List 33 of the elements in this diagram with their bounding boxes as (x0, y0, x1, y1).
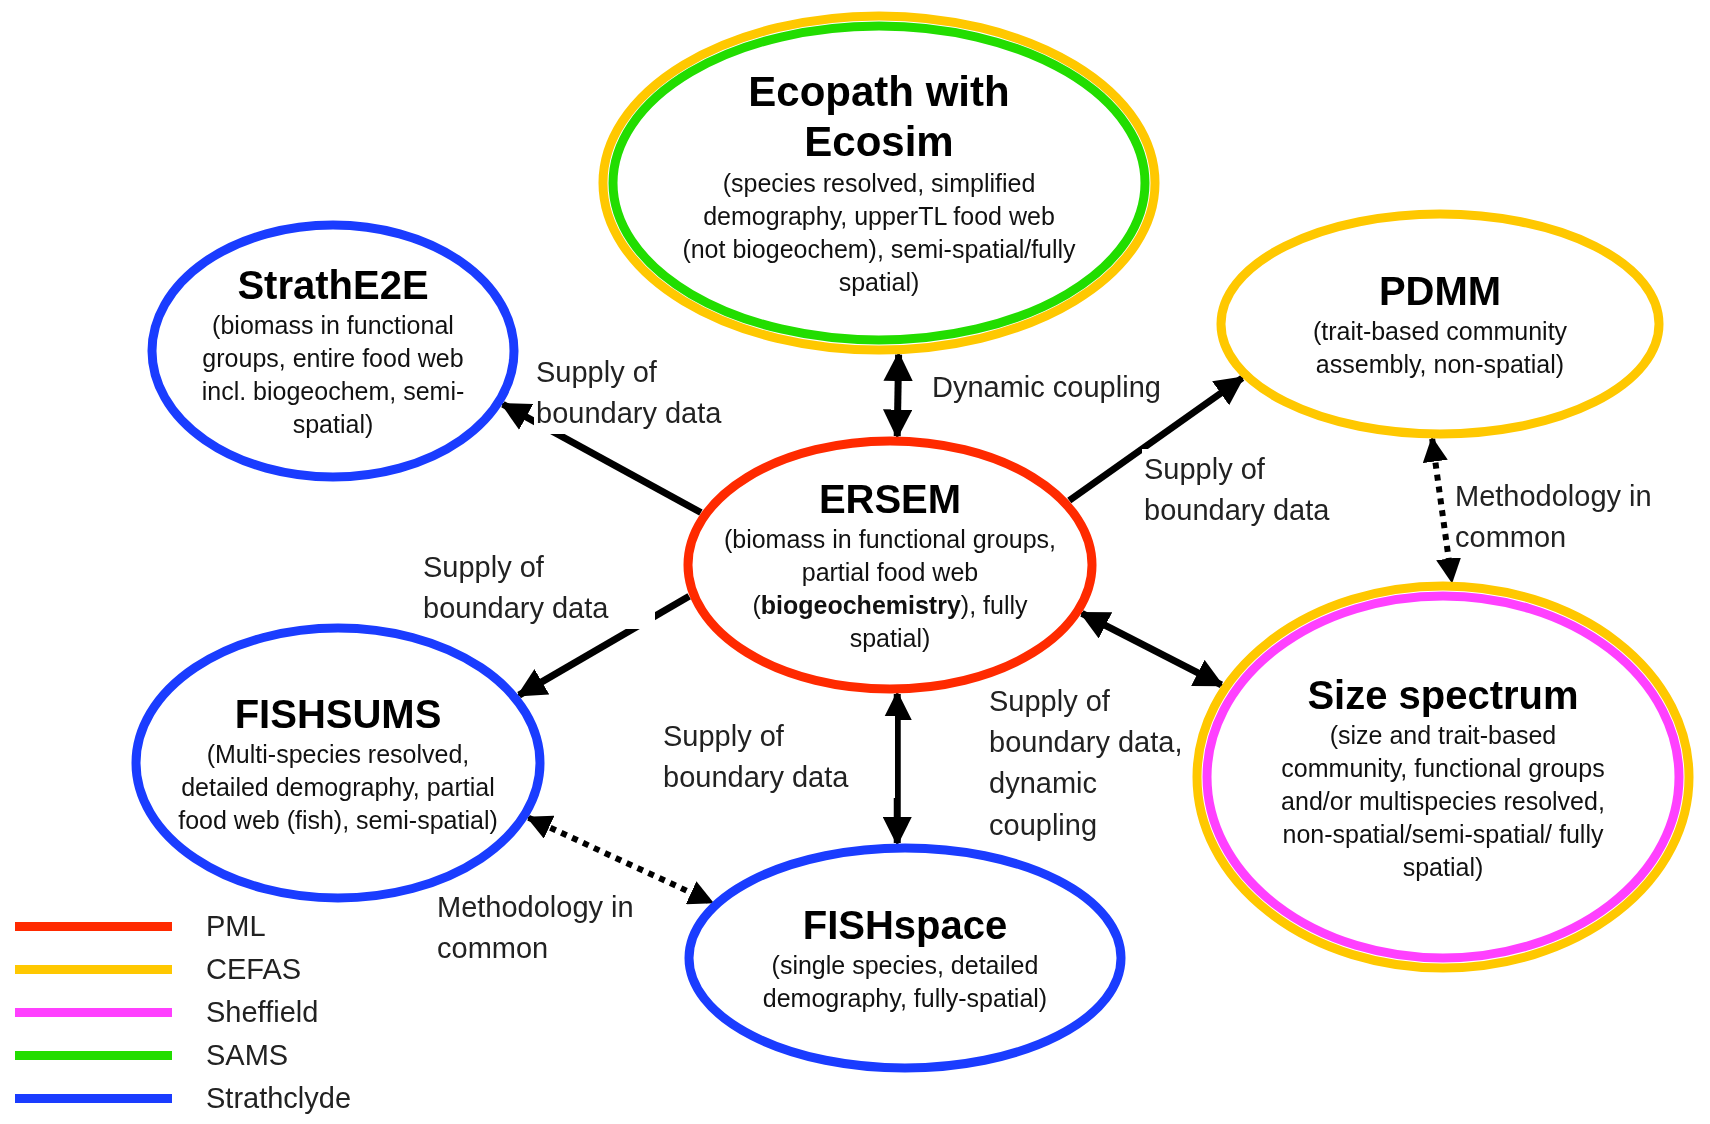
arrow (882, 351, 913, 439)
model-description: (biomass in functional groups, entire food web incl. biogeochem, semi-spatial) (200, 310, 466, 440)
model-name: Size spectrum (1306, 671, 1580, 719)
model-name: Ecopath with Ecosim (747, 66, 1011, 167)
model-description: (size and trait-based community, functional groups and/or multispecies resolved, non-spatial/semi-spatial/ fully spatial) (1280, 719, 1606, 883)
model-description: (single species, detailed demography, fully-spatial) (761, 950, 1049, 1014)
legend-label: PML (206, 910, 266, 943)
dashed-arrow (526, 814, 714, 905)
model-ellipse (598, 11, 1160, 355)
arrow (1079, 610, 1224, 689)
model-description: (species resolved, simplified demography, upperTL food web (not biogeochem), semi-spatial/fully spatial) (681, 168, 1077, 299)
legend-label: SAMS (206, 1039, 289, 1072)
edge-label: Supply of boundary data (661, 716, 895, 799)
arrow (1067, 375, 1245, 504)
model-description: (biomass in functional groups, partial food web (biogeochemistry), fully spatial) (722, 524, 1058, 654)
legend-label: Sheffield (206, 996, 319, 1029)
model-name: FISHSUMS (233, 690, 443, 738)
model-ellipse (1216, 209, 1664, 439)
arrow (500, 401, 703, 516)
arrow (882, 691, 912, 846)
model-ellipse (1192, 581, 1694, 973)
dashed-arrow (1422, 436, 1462, 584)
model-ellipse (684, 843, 1126, 1073)
legend-label: Strathclyde (206, 1082, 352, 1115)
model-ellipse (147, 220, 519, 482)
arrow (516, 593, 691, 699)
model-description: (trait-based community assembly, non-spatial) (1311, 316, 1569, 380)
model-name: StrathE2E (236, 262, 430, 309)
model-description: (Multi-species resolved, detailed demography, partial food web (fish), semi-spatial) (177, 738, 499, 836)
model-name: ERSEM (817, 476, 963, 523)
legend-label: CEFAS (206, 953, 302, 986)
model-name: PDMM (1377, 268, 1503, 315)
model-name: FISHspace (801, 902, 1009, 949)
